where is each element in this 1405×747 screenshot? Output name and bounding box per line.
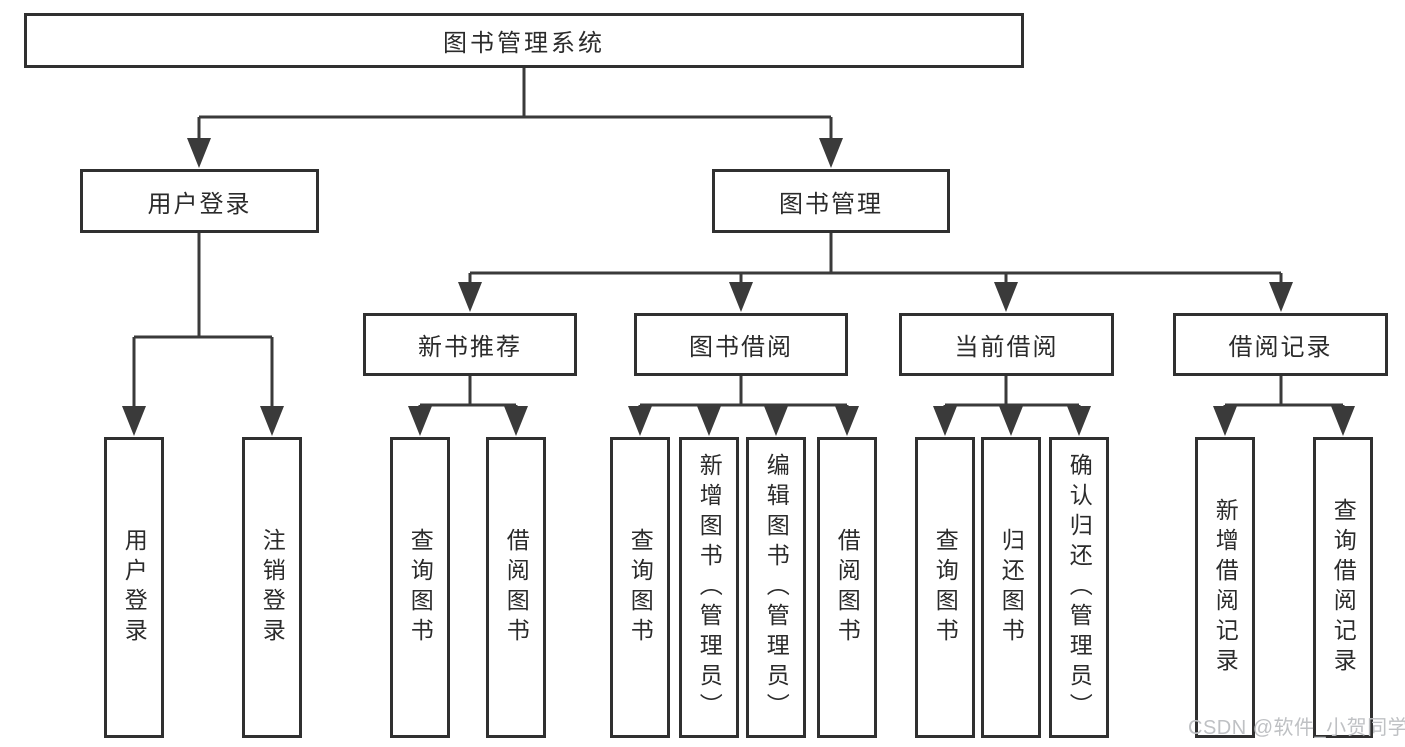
leaf-confirm-return-admin-label: 确认归还（管理员）	[1066, 452, 1093, 723]
connector-book-borrow-to-leaves	[638, 376, 849, 410]
leaf-query-borrow-record: 查询借阅记录	[1313, 437, 1373, 738]
leaf-edit-book-admin: 编辑图书（管理员）	[746, 437, 806, 738]
leaf-query-book-1: 查询图书	[390, 437, 450, 738]
connector-book-mgmt-to-level3	[468, 233, 1283, 286]
leaf-user-login-label: 用户登录	[121, 527, 148, 648]
leaf-user-login: 用户登录	[104, 437, 164, 738]
node-book-borrowing: 图书借阅	[634, 313, 848, 376]
connector-user-login-to-leaves	[132, 233, 274, 410]
leaf-add-book-admin: 新增图书（管理员）	[679, 437, 739, 738]
leaf-query-book-3-label: 查询图书	[932, 527, 959, 648]
leaf-confirm-return-admin: 确认归还（管理员）	[1049, 437, 1109, 738]
leaf-add-borrow-record: 新增借阅记录	[1195, 437, 1255, 738]
leaf-add-book-admin-label: 新增图书（管理员）	[696, 452, 723, 723]
leaf-borrow-book-2-label: 借阅图书	[834, 527, 861, 648]
leaf-edit-book-admin-label: 编辑图书（管理员）	[763, 452, 790, 723]
node-new-book-recommend-label: 新书推荐	[418, 334, 522, 361]
node-new-book-recommend: 新书推荐	[363, 313, 577, 376]
node-borrow-records-label: 借阅记录	[1228, 334, 1333, 361]
connector-new-book-to-leaves	[418, 376, 518, 410]
node-book-borrowing-label: 图书借阅	[689, 334, 793, 361]
leaf-add-borrow-record-label: 新增借阅记录	[1212, 497, 1239, 678]
connector-current-borrow-to-leaves	[943, 376, 1081, 410]
leaf-query-book-2: 查询图书	[610, 437, 670, 738]
leaf-query-borrow-record-label: 查询借阅记录	[1330, 497, 1357, 678]
connector-borrow-records-to-leaves	[1223, 376, 1345, 410]
arrowheads	[122, 138, 1355, 436]
connector-root-to-level2	[197, 66, 833, 142]
leaf-query-book-3: 查询图书	[915, 437, 975, 738]
leaf-logout-label: 注销登录	[259, 527, 286, 648]
watermark-text: CSDN @软件_小贺同学	[1188, 717, 1405, 739]
leaf-borrow-book-2: 借阅图书	[817, 437, 877, 738]
leaf-borrow-book-1-label: 借阅图书	[503, 527, 530, 648]
node-root: 图书管理系统	[24, 13, 1024, 68]
leaf-query-book-1-label: 查询图书	[407, 527, 434, 648]
leaf-query-book-2-label: 查询图书	[627, 527, 654, 648]
node-borrow-records: 借阅记录	[1173, 313, 1388, 376]
node-current-borrowing: 当前借阅	[899, 313, 1114, 376]
leaf-logout: 注销登录	[242, 437, 302, 738]
node-book-management: 图书管理	[712, 169, 950, 233]
node-current-borrowing-label: 当前借阅	[954, 334, 1059, 361]
node-book-management-label: 图书管理	[779, 190, 883, 218]
node-user-login-label: 用户登录	[147, 190, 252, 218]
leaf-return-book-label: 归还图书	[998, 527, 1025, 648]
leaf-borrow-book-1: 借阅图书	[486, 437, 546, 738]
node-user-login: 用户登录	[80, 169, 319, 233]
node-root-label: 图书管理系统	[443, 30, 605, 57]
leaf-return-book: 归还图书	[981, 437, 1041, 738]
